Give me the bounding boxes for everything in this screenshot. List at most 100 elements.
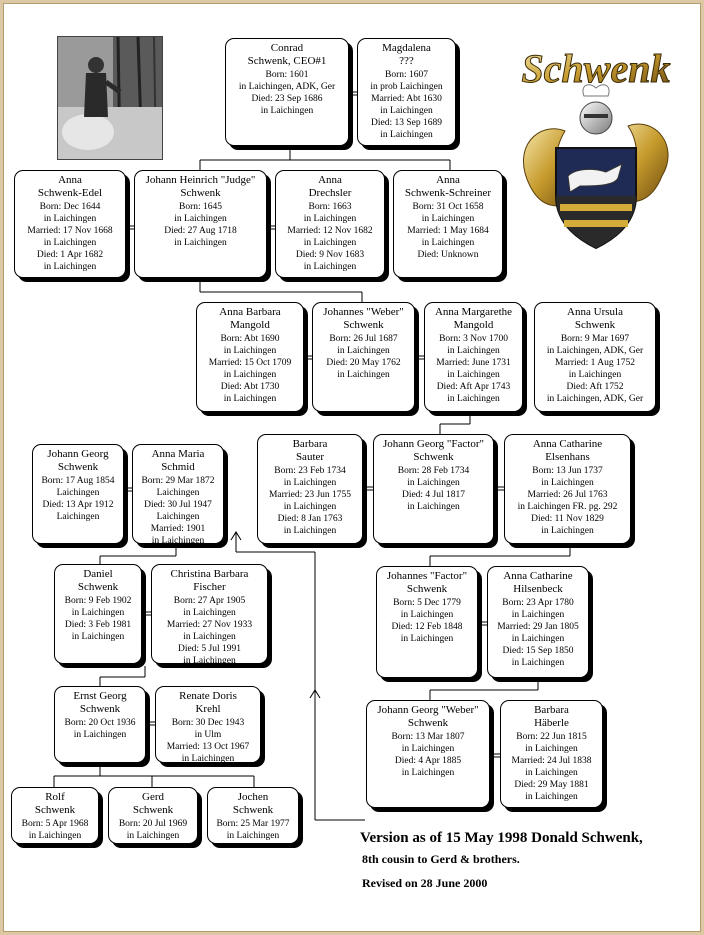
person-name-line: Barbara [501, 704, 602, 717]
person-detail-line: Born: 23 Feb 1734 [258, 465, 362, 477]
person-detail-line: in Laichingen [133, 535, 223, 547]
person-detail-line: Laichingen [33, 487, 123, 499]
person-detail-line: Born: 13 Jun 1737 [505, 465, 630, 477]
person-name-line: Johannes "Factor" [377, 570, 477, 583]
person-barbara-sauter: BarbaraSauterBorn: 23 Feb 1734in Laichin… [257, 434, 363, 544]
person-detail-line: in Laichingen [15, 261, 125, 273]
person-detail-line: Born: 3 Nov 1700 [425, 333, 522, 345]
person-detail-line: Died: 23 Sep 1686 [226, 93, 348, 105]
person-christina: Christina BarbaraFischerBorn: 27 Apr 190… [151, 564, 268, 664]
person-name-line: Johann Heinrich "Judge" [135, 174, 266, 187]
person-detail-line: in Laichingen [425, 345, 522, 357]
person-detail-line: in Laichingen [358, 129, 455, 141]
person-detail-line: in Laichingen [535, 369, 655, 381]
person-name-line: Rolf [12, 791, 98, 804]
person-name-line: Mangold [197, 319, 303, 332]
person-detail-line: in Laichingen [109, 830, 197, 842]
person-detail-line: in Laichingen, ADK, Ger [535, 345, 655, 357]
person-barbara-haberle: BarbaraHäberleBorn: 22 Jun 1815in Laichi… [500, 700, 603, 808]
person-detail-line: Died: 12 Feb 1848 [377, 621, 477, 633]
person-name-line: Schwenk-Edel [15, 187, 125, 200]
person-detail-line: in Laichingen [197, 393, 303, 405]
footer-relation: 8th cousin to Gerd & brothers. [362, 852, 520, 867]
person-detail-line: Died: 1 Apr 1682 [15, 249, 125, 261]
person-detail-line: in Laichingen [394, 213, 502, 225]
person-detail-line: Died: 8 Jan 1763 [258, 513, 362, 525]
person-detail-line: in Laichingen [208, 830, 298, 842]
person-name-line: Häberle [501, 717, 602, 730]
person-detail-line: Married: 15 Oct 1709 [197, 357, 303, 369]
person-name-line: Ernst Georg [55, 690, 145, 703]
person-detail-line: in Laichingen [425, 369, 522, 381]
person-detail-line: Died: 20 May 1762 [313, 357, 414, 369]
person-name-line: Schwenk [208, 804, 298, 817]
person-name-line: Schwenk-Schreiner [394, 187, 502, 200]
person-name-line: Anna [15, 174, 125, 187]
person-name-line: Hilsenbeck [488, 583, 588, 596]
person-detail-line: Born: 17 Aug 1854 [33, 475, 123, 487]
person-detail-line: in Laichingen [367, 767, 489, 779]
person-detail-line: Laichingen [133, 511, 223, 523]
footer-version: Version as of 15 May 1998 Donald Schwenk… [360, 830, 643, 847]
person-name-line: Anna Maria [133, 448, 223, 461]
person-detail-line: Married: 1901 [133, 523, 223, 535]
person-name-line: Fischer [152, 581, 267, 594]
person-detail-line: Born: 5 Apr 1968 [12, 818, 98, 830]
person-detail-line: in Laichingen [258, 525, 362, 537]
person-detail-line: Born: 9 Feb 1902 [55, 595, 141, 607]
person-detail-line: in Laichingen [367, 743, 489, 755]
person-name-line: Schwenk [33, 461, 123, 474]
person-anna-catharine-hilsenbeck: Anna CatharineHilsenbeckBorn: 23 Apr 178… [487, 566, 589, 678]
person-detail-line: in Laichingen [197, 369, 303, 381]
person-detail-line: in Laichingen [135, 237, 266, 249]
person-detail-line: Died: Aft 1752 [535, 381, 655, 393]
person-detail-line: Born: Abt 1690 [197, 333, 303, 345]
person-detail-line: Laichingen [33, 511, 123, 523]
person-detail-line: Married: 29 Jan 1805 [488, 621, 588, 633]
person-name-line: Schwenk [12, 804, 98, 817]
person-name-line: Anna Ursula [535, 306, 655, 319]
person-anna-barbara: Anna BarbaraMangoldBorn: Abt 1690in Laic… [196, 302, 304, 412]
person-name-line: Krehl [156, 703, 260, 716]
person-detail-line: Died: 27 Aug 1718 [135, 225, 266, 237]
person-name-line: Schwenk [367, 717, 489, 730]
person-name-line: Elsenhans [505, 451, 630, 464]
person-name-line: Magdalena [358, 42, 455, 55]
person-detail-line: in Laichingen [152, 631, 267, 643]
person-detail-line: Married: Abt 1630 [358, 93, 455, 105]
person-johann-georg-factor: Johann Georg "Factor"SchwenkBorn: 28 Feb… [373, 434, 494, 544]
person-name-line: Gerd [109, 791, 197, 804]
person-name-line: Anna Catharine [488, 570, 588, 583]
person-name-line: Anna [394, 174, 502, 187]
person-name-line: Schmid [133, 461, 223, 474]
person-detail-line: in Laichingen [358, 105, 455, 117]
person-name-line: Johann Georg "Factor" [374, 438, 493, 451]
person-detail-line: in Ulm [156, 729, 260, 741]
person-detail-line: in Laichingen [276, 213, 384, 225]
person-name-line: Renate Doris [156, 690, 260, 703]
person-detail-line: in Laichingen, ADK, Ger [226, 81, 348, 93]
person-detail-line: Married: 17 Nov 1668 [15, 225, 125, 237]
person-detail-line: Born: 20 Oct 1936 [55, 717, 145, 729]
person-detail-line: Born: 29 Mar 1872 [133, 475, 223, 487]
person-detail-line: in Laichingen [276, 237, 384, 249]
person-detail-line: Laichingen [133, 487, 223, 499]
person-detail-line: Married: 13 Oct 1967 [156, 741, 260, 753]
person-detail-line: in Laichingen [374, 501, 493, 513]
person-detail-line: Born: 26 Jul 1687 [313, 333, 414, 345]
person-detail-line: Married: 1 May 1684 [394, 225, 502, 237]
person-detail-line: Born: 30 Dec 1943 [156, 717, 260, 729]
person-detail-line: in Laichingen FR. pg. 292 [505, 501, 630, 513]
person-detail-line: Married: 23 Jun 1755 [258, 489, 362, 501]
person-name-line: Schwenk [109, 804, 197, 817]
person-name-line: Daniel [55, 568, 141, 581]
person-detail-line: Born: 1663 [276, 201, 384, 213]
person-detail-line: Died: 15 Sep 1850 [488, 645, 588, 657]
